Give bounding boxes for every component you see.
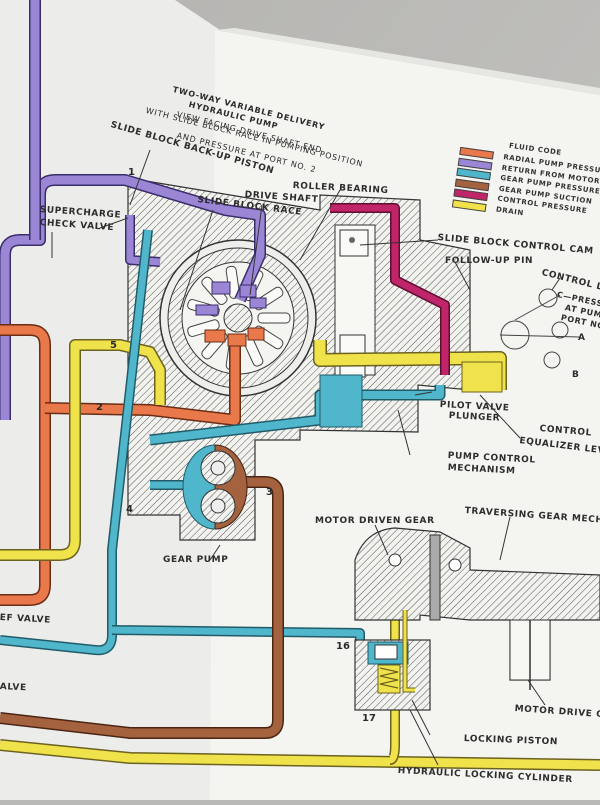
line-return-from-motor [0,0,266,420]
control-cylinder-fluid [319,374,363,428]
port-number-17: 17 [362,713,376,724]
label-gear-pump: GEAR PUMP [163,555,229,565]
hydraulic-locking-cylinder [354,610,431,711]
line-gear-pump-suction [0,476,284,739]
port-number-1: 1 [128,167,135,178]
gear-pump-body [182,444,248,530]
label-motor-driven-gear: MOTOR DRIVEN GEAR [315,516,435,526]
line-control-pressure [330,203,450,375]
port-number-3: 3 [266,487,273,498]
port-number-2: 2 [96,402,103,413]
label-point-a: A [578,333,586,343]
port-number-5: 5 [110,340,117,351]
control-lever-linkage [499,288,581,369]
leader-lines [51,149,561,766]
line-radial-pump-pressure [0,324,241,606]
port-number-4: 4 [126,504,133,515]
label-follow-up-pin: FOLLOW-UP PIN [445,256,534,266]
rotor-piston [257,312,291,324]
legend-label: DRAIN [495,204,525,217]
drain-chamber [461,361,503,393]
rotor-piston-heads [195,281,267,347]
page-edge [215,28,600,95]
port-number-16: 16 [336,641,350,652]
label-valve-partial: ALVE [0,682,27,694]
traversing-gear-mechanism [354,527,600,690]
label-point-b: B [572,370,580,380]
